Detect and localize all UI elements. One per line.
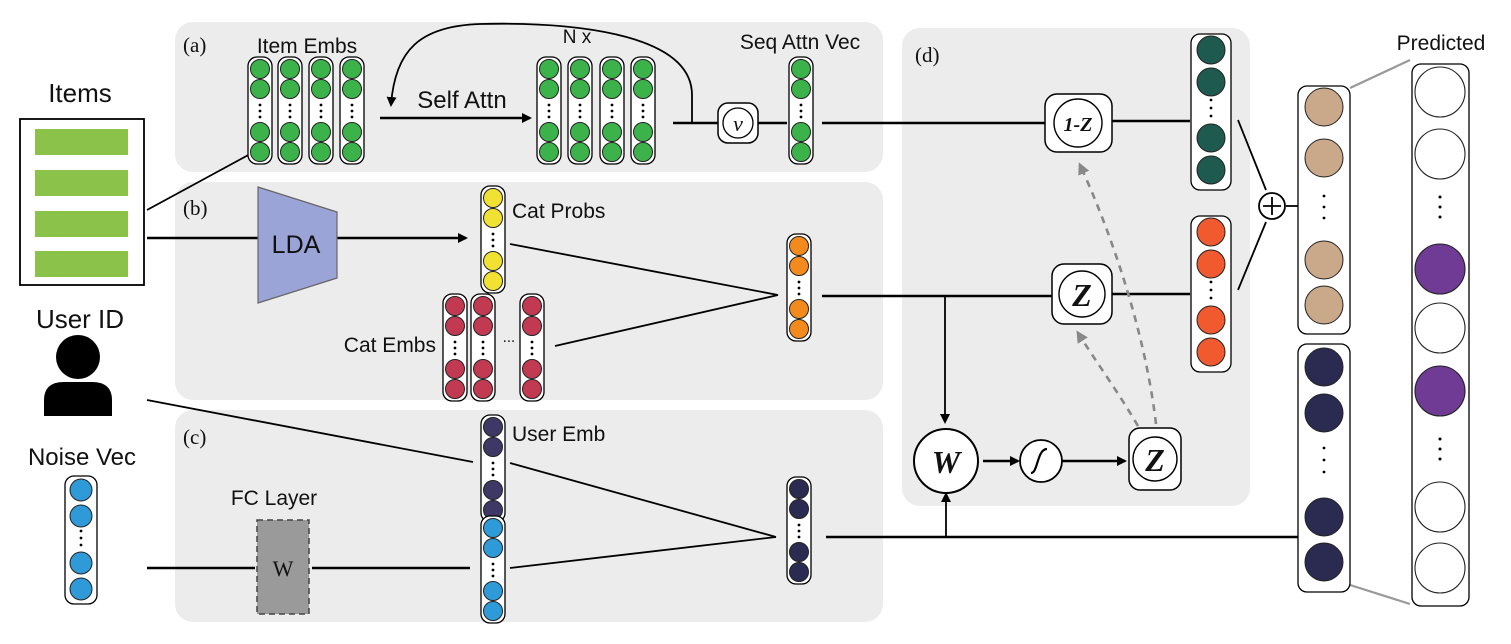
gated-cat-vec	[1190, 215, 1232, 373]
item-emb-4	[339, 56, 365, 165]
user-emb-label: User Emb	[512, 423, 605, 446]
final-intent-vec	[1297, 85, 1351, 335]
fc-layer-label: FC Layer	[231, 487, 317, 510]
final-user-vec	[1297, 343, 1351, 593]
self-attn-label: Self Attn	[417, 87, 506, 114]
combined-user-vec	[786, 476, 812, 585]
cat-emb-1	[442, 293, 468, 402]
vectors-layer	[64, 33, 1470, 624]
sigmoid-icon	[1019, 439, 1063, 483]
user-id-label: User ID	[36, 304, 124, 334]
gate-arrow-to-z	[1076, 330, 1140, 427]
w-node: W	[913, 428, 979, 494]
v-projection-op: v	[717, 102, 759, 144]
cat-emb-2	[470, 293, 496, 402]
cat-embs-ellipsis: ···	[503, 335, 515, 350]
item-emb-2	[277, 56, 303, 165]
svg-text:1-Z: 1-Z	[1064, 114, 1093, 136]
fc-layer-block: W	[256, 519, 310, 615]
panel-b-label: (b)	[183, 196, 208, 220]
self-attn-out-2	[567, 56, 593, 165]
panel-c-label: (c)	[183, 425, 206, 449]
category-mix-vec	[786, 233, 812, 342]
item-list-icon	[19, 118, 145, 286]
panel-d-label: (d)	[915, 43, 940, 67]
cat-emb-3	[519, 293, 545, 402]
plus-icon	[1258, 192, 1286, 220]
svg-text:W: W	[932, 444, 963, 480]
panel-a-label: (a)	[183, 33, 206, 57]
gated-seq-vec	[1190, 33, 1232, 191]
cat-probs-vec	[480, 185, 506, 294]
items-label: Items	[48, 78, 112, 108]
user-emb-vec	[480, 414, 506, 523]
svg-text:Z: Z	[1144, 442, 1165, 478]
self-attn-out-4	[630, 56, 656, 165]
lda-block: LDA	[257, 186, 338, 304]
noise-vec-label: Noise Vec	[28, 444, 136, 471]
svg-text:W: W	[273, 556, 294, 581]
item-embs-label: Item Embs	[257, 35, 357, 58]
svg-text:Z: Z	[1071, 277, 1092, 313]
item-emb-1	[247, 56, 273, 165]
panel-b	[175, 182, 883, 400]
fc-output-vec	[480, 515, 506, 624]
seq-attn-vec	[788, 56, 814, 165]
z-gate: Z	[1051, 263, 1113, 325]
cat-embs-label: Cat Embs	[344, 334, 436, 357]
one-minus-z-gate: 1-Z	[1044, 93, 1113, 153]
user-silhouette-icon	[44, 335, 112, 416]
svg-text:v: v	[733, 111, 743, 136]
gate-arrow-to-one-minus-z	[1078, 162, 1158, 425]
noise-vec	[64, 475, 98, 605]
connections	[146, 22, 1411, 606]
cat-probs-label: Cat Probs	[512, 200, 605, 223]
self-attn-out-1	[536, 56, 562, 165]
z-output-node: Z	[1128, 427, 1182, 491]
svg-text:LDA: LDA	[272, 231, 321, 259]
predicted-label: Predicted	[1397, 32, 1486, 55]
seq-attn-vec-label: Seq Attn Vec	[740, 31, 860, 54]
self-attn-out-3	[599, 56, 625, 165]
n-x-label: N x	[563, 27, 592, 48]
predicted-vec	[1411, 63, 1470, 607]
item-emb-3	[308, 56, 334, 165]
